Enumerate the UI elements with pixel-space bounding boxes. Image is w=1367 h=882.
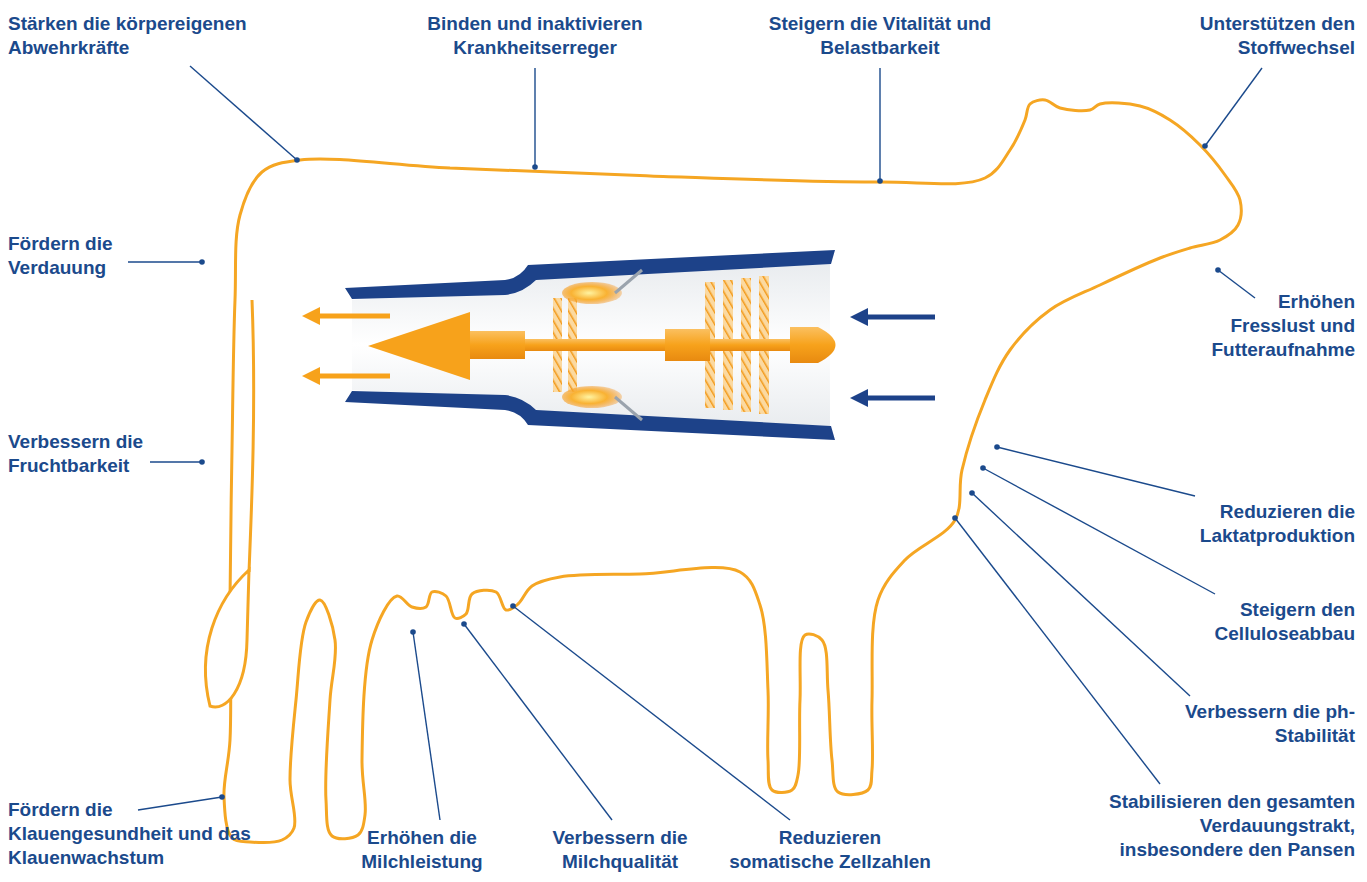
engine-part [302, 307, 320, 325]
leader-line [413, 632, 440, 820]
callout-label: Erhöhen die Milchleistung [342, 826, 502, 874]
engine-part [866, 315, 935, 320]
leader-line [513, 606, 790, 820]
leader-line [190, 66, 297, 160]
leader-dot [952, 515, 958, 521]
callout-label: Unterstützen den Stoffwechsel [1183, 12, 1355, 60]
leader-dot [994, 444, 1000, 450]
engine-part [790, 327, 836, 363]
tail-switch [205, 570, 249, 707]
engine-part [318, 374, 390, 379]
leader-line [879, 68, 880, 181]
engine-part [866, 396, 935, 401]
engine-part [665, 329, 710, 361]
leader-dot [199, 259, 205, 265]
leader-dot [461, 621, 467, 627]
leader-line [997, 447, 1195, 496]
callout-label: Verbessern die Milchqualität [535, 826, 705, 874]
leader-dot [532, 164, 538, 170]
leader-dot [219, 794, 225, 800]
cow-outline [224, 100, 1241, 843]
callout-label: Verbessern die Fruchtbarkeit [8, 430, 178, 478]
leader-dot [510, 603, 516, 609]
engine-part [302, 367, 320, 385]
engine-part [615, 270, 642, 293]
leader-line [1218, 270, 1255, 298]
leader-dot [877, 178, 883, 184]
engine-part [562, 282, 622, 304]
leader-line [150, 461, 202, 462]
callout-label: Steigern den Celluloseabbau [1185, 598, 1355, 646]
leader-dot [199, 459, 205, 465]
callout-label: Fördern die Verdauung [8, 232, 158, 280]
leader-line [955, 518, 1160, 784]
engine-part [470, 331, 525, 359]
leader-line [972, 493, 1190, 696]
callout-label: Fördern die Klauengesundheit und das Kla… [8, 798, 253, 870]
callout-label: Erhöhen Fresslust und Futteraufnahme [1190, 290, 1355, 362]
leader-line [1205, 68, 1262, 146]
leader-line [138, 797, 222, 810]
callout-label: Reduzieren die Laktatproduktion [1165, 500, 1355, 548]
leader-dot [294, 157, 300, 163]
engine-part [368, 312, 470, 380]
engine-part [850, 389, 868, 407]
engine-part [562, 386, 622, 408]
cow-tail [249, 300, 254, 572]
leader-line [128, 261, 202, 262]
callout-label: Stabilisieren den gesamten Verdauungstra… [1093, 790, 1355, 862]
engine-part [318, 314, 390, 319]
callout-label: Steigern die Vitalität und Belastbarkeit [763, 12, 998, 60]
engine-part [615, 397, 642, 420]
leader-line [464, 624, 612, 820]
leader-dot [1215, 267, 1221, 273]
leader-dot [980, 465, 986, 471]
callout-label: Reduzieren somatische Zellzahlen [725, 826, 935, 874]
leader-dot [1202, 143, 1208, 149]
callout-label: Stärken die körpereigenen Abwehrkräfte [8, 12, 308, 60]
engine-part [302, 250, 935, 440]
leader-dot [410, 629, 416, 635]
engine-part [850, 308, 868, 326]
callout-label: Binden und inaktivieren Krankheitserrege… [375, 12, 695, 60]
leader-line [983, 468, 1215, 594]
callout-label: Verbessern die ph-Stabilität [1180, 700, 1355, 748]
engine-part [205, 100, 1241, 843]
leader-line [534, 68, 535, 167]
leader-dot [969, 490, 975, 496]
engine-part [128, 66, 1262, 820]
